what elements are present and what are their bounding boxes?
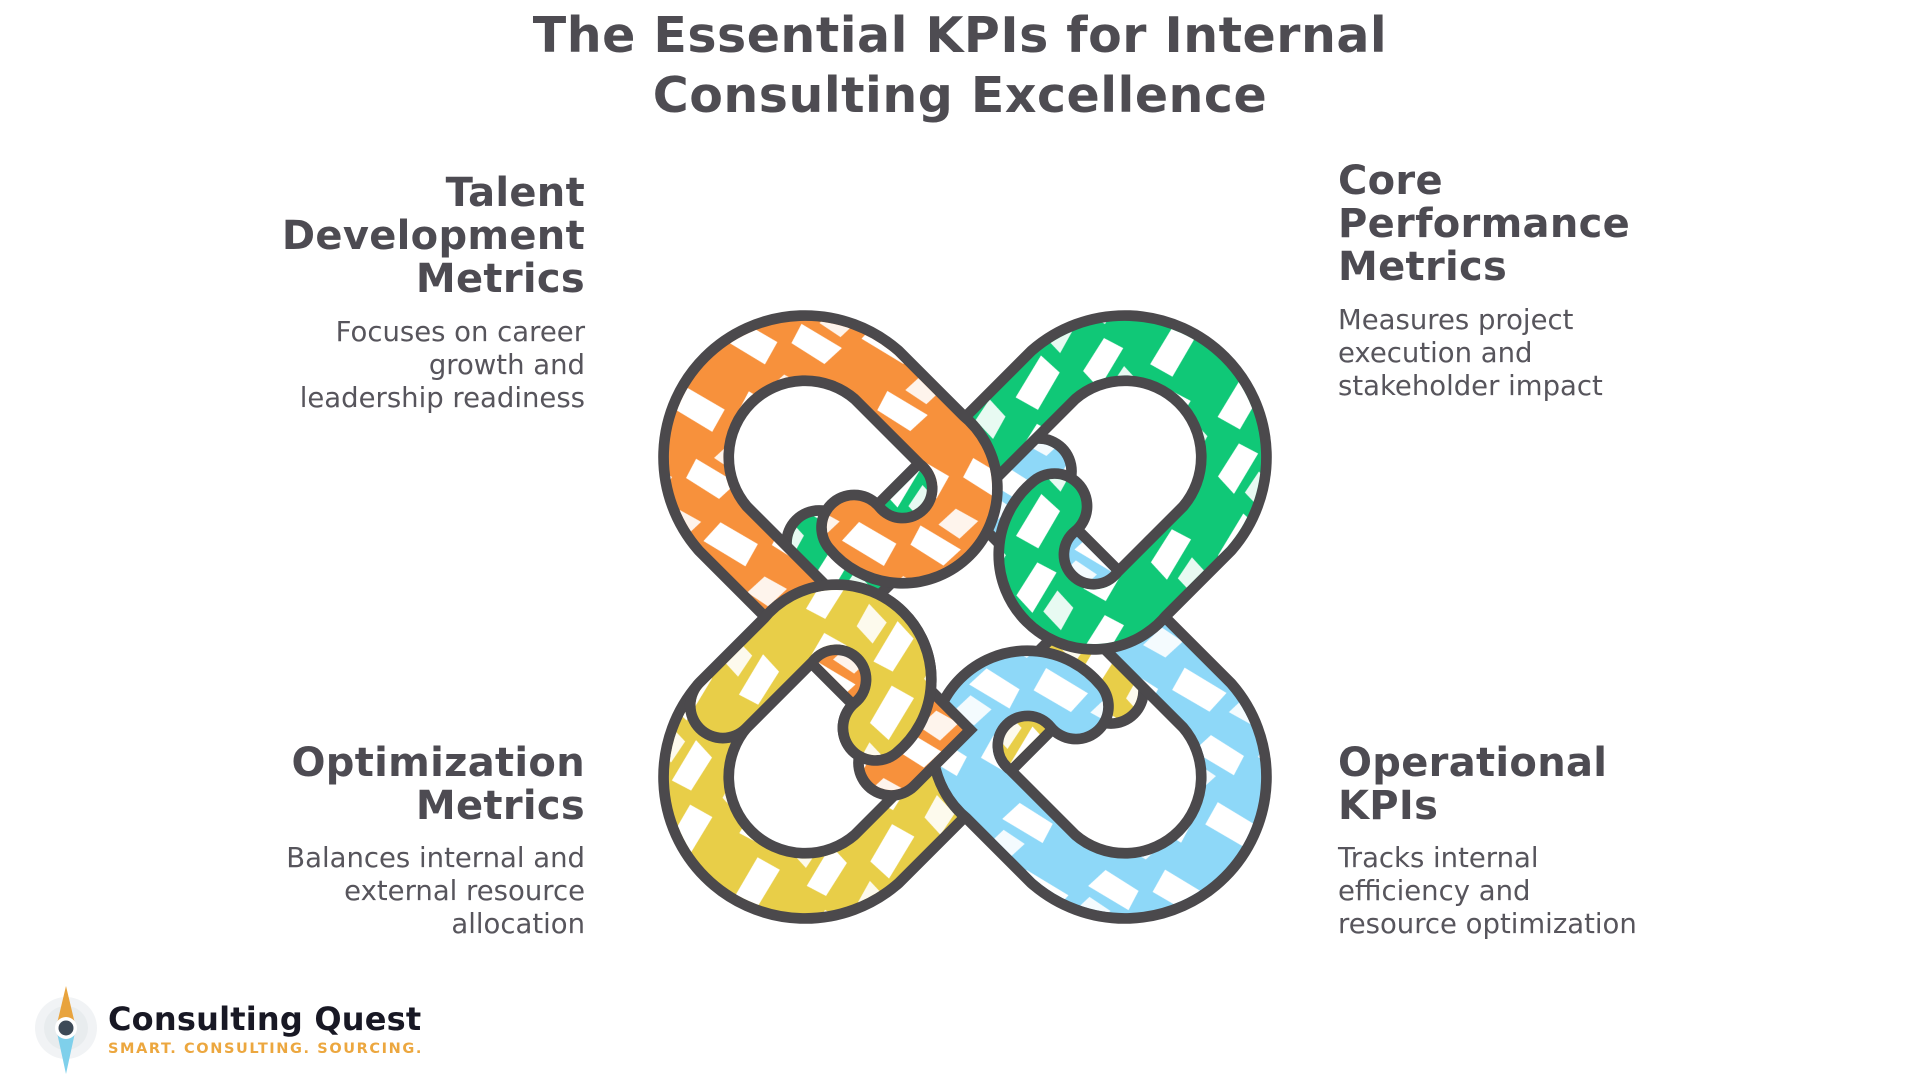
section-heading: Talent Development Metrics [281,170,585,303]
knot-weave-patch [723,617,899,728]
section-body: Tracks internal efficiency and resource … [1338,842,1637,941]
compass-icon [35,986,97,1074]
section-body: Measures project execution and stakehold… [1338,303,1603,402]
section-core-performance: Core Performance Metrics Measures projec… [1338,158,1758,403]
knot-graphic [610,262,1320,972]
section-operational: Operational KPIs Tracks internal efficie… [1338,740,1758,941]
section-body: Balances internal and external resource … [286,842,585,941]
section-heading: Core Performance Metrics [1338,158,1631,291]
logo-name: Consulting Quest [108,999,422,1038]
section-heading: Optimization Metrics [291,740,585,830]
logo-tagline: SMART. CONSULTING. SOURCING. [108,1041,423,1058]
page-title: The Essential KPIs for Internal Consulti… [0,6,1920,126]
logo: Consulting Quest SMART. CONSULTING. SOUR… [34,984,423,1076]
section-optimization: Optimization Metrics Balances internal a… [165,740,585,941]
section-body: Focuses on career growth and leadership … [299,315,585,414]
section-talent-development: Talent Development Metrics Focuses on ca… [165,170,585,415]
section-heading: Operational KPIs [1338,740,1608,830]
page-title-line-2: Consulting Excellence [652,66,1268,124]
page-title-line-1: The Essential KPIs for Internal [532,7,1388,64]
